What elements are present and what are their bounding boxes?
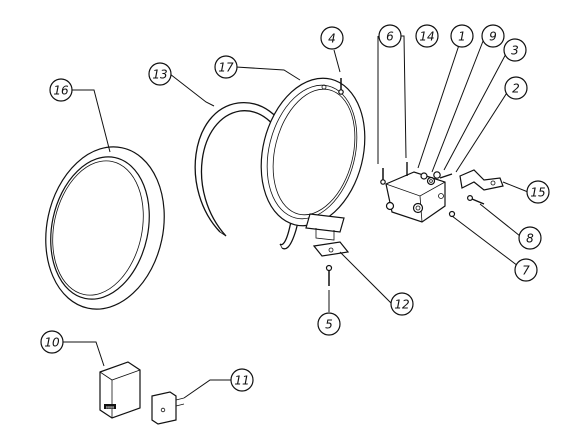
part-3-washer	[433, 171, 441, 179]
part-11-plug	[151, 391, 185, 425]
svg-text:16: 16	[53, 84, 69, 98]
svg-text:2: 2	[512, 82, 520, 96]
svg-text:15: 15	[530, 186, 545, 200]
svg-text:9: 9	[489, 30, 497, 44]
part-6-screw	[380, 168, 386, 185]
clamp-housing	[385, 171, 446, 223]
svg-text:4: 4	[328, 32, 336, 46]
part-7-nut	[448, 210, 456, 218]
callout-9: 9	[481, 24, 505, 48]
part-5-screw	[325, 264, 333, 286]
part-13-curved-strip	[194, 102, 303, 250]
callout-16: 16	[49, 78, 73, 102]
svg-text:5: 5	[325, 318, 333, 332]
adapter-marking: 0000	[106, 405, 114, 409]
callout-10: 10	[40, 330, 64, 354]
svg-text:1: 1	[458, 30, 466, 44]
part-10-power-adapter: 0000	[99, 361, 141, 419]
leader-lines	[62, 35, 529, 399]
callout-1: 1	[450, 24, 474, 48]
svg-text:10: 10	[44, 336, 60, 350]
callout-13: 13	[148, 62, 172, 86]
svg-text:3: 3	[511, 44, 519, 58]
callout-8: 8	[518, 226, 542, 250]
part-16-outer-ring	[45, 146, 165, 310]
svg-text:7: 7	[522, 264, 530, 278]
callout-15: 15	[526, 180, 550, 204]
svg-text:12: 12	[394, 298, 409, 312]
callout-6: 6	[378, 24, 402, 48]
callout-12: 12	[390, 292, 414, 316]
svg-text:13: 13	[152, 68, 167, 82]
callout-4: 4	[320, 26, 344, 50]
svg-text:6: 6	[386, 30, 394, 44]
callout-14: 14	[415, 24, 439, 48]
svg-text:8: 8	[526, 232, 534, 246]
svg-text:17: 17	[218, 61, 234, 75]
part-1-nut	[420, 172, 428, 180]
callout-5: 5	[317, 312, 341, 336]
svg-text:11: 11	[234, 374, 249, 388]
part-17-inner-ring	[260, 77, 366, 241]
part-15-strap	[459, 169, 504, 191]
callout-7: 7	[514, 258, 538, 282]
callout-17: 17	[214, 55, 238, 79]
callout-3: 3	[503, 38, 527, 62]
part-9-washer	[426, 176, 436, 186]
part-12-plate	[312, 241, 350, 257]
part-4-screw	[338, 78, 344, 95]
part-2-screw	[439, 173, 453, 179]
callout-11: 11	[230, 368, 254, 392]
svg-text:14: 14	[419, 30, 434, 44]
callout-2: 2	[504, 76, 528, 100]
part-8-screw	[467, 195, 485, 205]
